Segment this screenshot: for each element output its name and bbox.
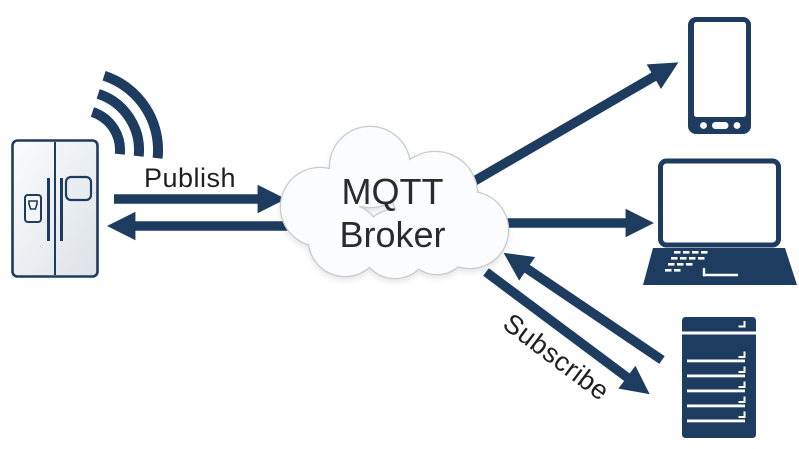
mqtt-broker-label: MQTT Broker (275, 170, 510, 256)
fridge-left-handle (47, 178, 50, 241)
laptop-screen (658, 158, 781, 248)
phone-screen (694, 22, 746, 117)
broker-to-phone-arrow (468, 62, 679, 188)
phone-home-button (712, 122, 729, 129)
fridge-dispenser-cup (28, 200, 38, 210)
broker-label-line1: MQTT (341, 171, 444, 212)
phone-button-left (700, 122, 707, 129)
server-icon (682, 317, 756, 438)
laptop-icon (643, 158, 797, 285)
server-top-divider (682, 331, 756, 335)
server-bays (687, 351, 746, 423)
broker-label-line2: Broker (339, 214, 446, 255)
cloud-icon (279, 125, 510, 280)
fridge-ice-panel (64, 175, 93, 202)
laptop-keyboard (665, 251, 708, 272)
wifi-arc-middle (96, 89, 145, 157)
broker-to-server-arrow (483, 268, 650, 395)
server-to-broker-arrow (503, 252, 665, 364)
wifi-arc-inner (90, 107, 126, 155)
server-body (682, 317, 756, 438)
wifi-signal-icon (90, 71, 164, 159)
smartphone-icon (688, 17, 751, 134)
laptop-base (643, 248, 797, 285)
fridge-icon (11, 139, 99, 278)
fridge-right-handle (60, 178, 63, 241)
publish-label: Publish (143, 163, 237, 193)
wifi-arc-outer (102, 71, 164, 159)
phone-button-right (733, 122, 741, 129)
server-top-latch (738, 321, 746, 328)
laptop-touchpad (702, 268, 738, 277)
